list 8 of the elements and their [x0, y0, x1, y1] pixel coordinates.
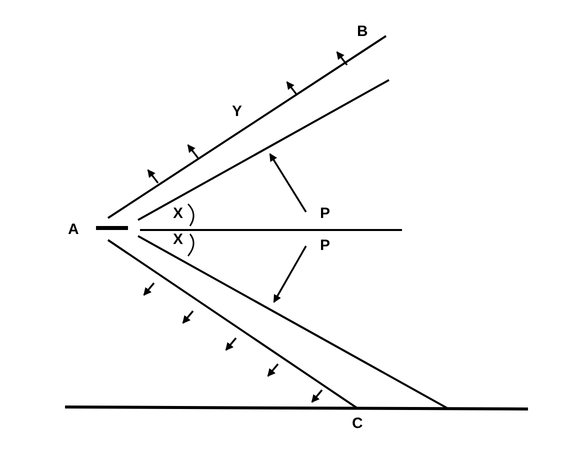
point-label: A [68, 222, 79, 237]
point-label: B [357, 24, 368, 39]
point-label: P [320, 238, 330, 253]
point-label: X [173, 232, 184, 247]
point-label: X [173, 206, 184, 221]
point-label: C [352, 416, 363, 431]
point-label: P [320, 206, 330, 221]
point-label: Y [232, 104, 242, 119]
